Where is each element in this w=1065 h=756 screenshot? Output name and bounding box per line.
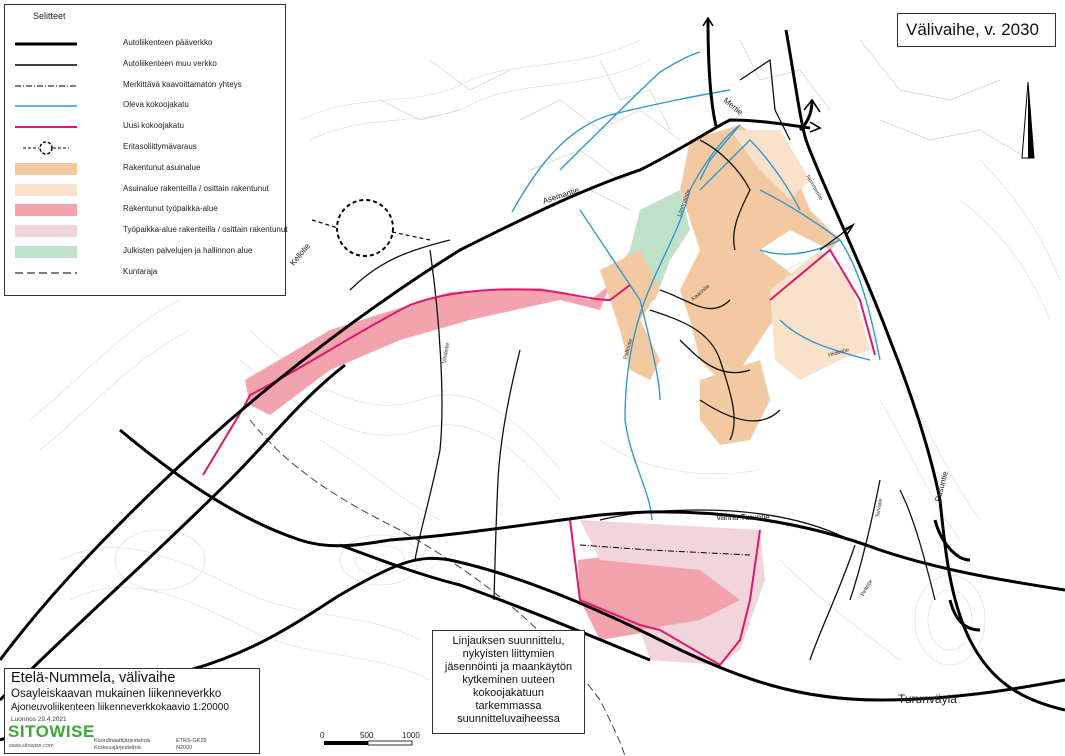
note-line: Linjauksen suunnittelu,	[452, 635, 565, 647]
map-date: Luonnos 29.4.2021	[11, 716, 67, 723]
legend-symbol	[15, 105, 77, 108]
legend-symbol	[23, 141, 69, 155]
legend-symbol	[15, 246, 77, 258]
legend-item: Uusi kokoojakatu	[13, 118, 283, 136]
legend-item-label: Eritasoliittymävaraus	[123, 142, 197, 151]
legend-item-label: Autoliikenteen pääverkko	[123, 38, 213, 47]
planning-note: Linjauksen suunnittelu,nykyisten liittym…	[432, 630, 585, 734]
legend-item-label: Rakentunut asuinalue	[123, 162, 201, 172]
scale-label: 500	[360, 731, 374, 740]
existing-collectors	[511, 51, 881, 521]
brand-logo: SITOWISE	[8, 722, 95, 741]
work-area-partial-south	[580, 520, 765, 665]
legend-item-label: Asuinalue rakenteilla / osittain rakentu…	[123, 183, 269, 193]
road-label-turunvayla: Turunväylä	[898, 692, 957, 706]
work-area-built-west	[245, 285, 610, 415]
meta-value: ETRS-GK25	[176, 738, 207, 744]
note-line: kokoojakatuun	[473, 687, 544, 699]
legend-item: Työpaikka-alue rakenteilla / osittain ra…	[13, 222, 288, 240]
legend-item: Eritasoliittymävaraus	[13, 139, 283, 157]
legend-symbol	[15, 42, 77, 46]
meta-value: N2000	[176, 745, 193, 751]
legend-item: Merkittävä kaavoittamaton yhteys	[13, 77, 283, 95]
legend-symbol	[15, 225, 77, 238]
legend-item-label: Oleva kokoojakatu	[123, 100, 189, 110]
legend-symbol	[15, 162, 77, 175]
residential-built-mid	[680, 250, 800, 380]
legend-item-label: Kuntaraja	[123, 266, 158, 276]
map-scale-line: Ajoneuvoliikenteen liikenneverkkokaavio …	[11, 702, 229, 713]
north-arrow-icon	[1021, 81, 1035, 159]
note-line: suunnitteluvaiheessa	[457, 713, 560, 725]
legend-symbol	[15, 272, 77, 274]
scale-label: 1000	[402, 731, 420, 740]
legend-symbol	[15, 183, 77, 196]
legend-item-label: Autoliikenteen muu verkko	[123, 58, 217, 68]
map-subtitle: Osayleiskaavan mukainen liikenneverkko	[11, 688, 222, 700]
legend-item: Rakentunut asuinalue	[13, 160, 283, 178]
phase-label: Välivaihe, v. 2030	[897, 13, 1056, 47]
legend-item-label: Julkisten palvelujen ja hallinnon alue	[123, 246, 253, 255]
legend-item-label: Uusi kokoojakatu	[123, 121, 184, 131]
legend-symbol	[15, 204, 77, 217]
scale-label: 0	[320, 731, 325, 740]
note-line: jäsennöinti ja maankäytön	[444, 661, 573, 673]
residential-built-west	[600, 250, 660, 380]
landuse-areas	[245, 125, 870, 665]
legend-item: Autoliikenteen pääverkko	[13, 35, 283, 53]
brand-url: www.sitowise.com	[9, 743, 54, 749]
legend-title: Selitteet	[33, 11, 66, 21]
meta-label: Koordinaattijärjestelmä	[94, 738, 150, 744]
legend-item: Oleva kokoojakatu	[13, 97, 283, 115]
legend-item-label: Merkittävä kaavoittamaton yhteys	[123, 79, 242, 89]
unplanned-connection	[579, 544, 751, 556]
legend-symbol	[15, 126, 77, 129]
residential-partial-east	[770, 250, 870, 380]
legend-item: Kuntaraja	[13, 264, 283, 282]
junction-stub-west	[311, 219, 339, 229]
legend-symbol	[15, 64, 77, 66]
legend-item-label: Rakentunut työpaikka-alue	[123, 204, 218, 214]
legend-item: Asuinalue rakenteilla / osittain rakentu…	[13, 181, 283, 199]
new-collectors	[202, 248, 876, 667]
title-block: Etelä-Nummela, välivaihe Osayleiskaavan …	[4, 668, 260, 754]
note-line: nykyisten liittymien	[462, 648, 555, 660]
residential-built-south	[700, 360, 770, 445]
junction-stub-east	[391, 231, 431, 241]
arrow-east-road	[819, 225, 853, 251]
legend-symbol	[15, 85, 77, 87]
residential-partial-north	[730, 130, 810, 200]
legend-item: Rakentunut työpaikka-alue	[13, 201, 283, 219]
legend-item: Julkisten palvelujen ja hallinnon alue	[13, 243, 283, 261]
residential-built-north	[680, 125, 840, 260]
note-line: tarkemmassa	[475, 700, 542, 712]
legend-item-label: Työpaikka-alue rakenteilla / osittain ra…	[123, 225, 288, 235]
junction-reservation-circle	[336, 199, 394, 257]
major-roads	[0, 19, 1065, 742]
road-label-vanha-turuntie: Vanha Turuntie	[716, 513, 770, 522]
note-line: kytkeminen uuteen	[462, 674, 555, 686]
major-road-arrows	[702, 16, 856, 237]
map-title: Etelä-Nummela, välivaihe	[11, 670, 176, 686]
municipal-border	[249, 419, 626, 756]
meta-label: Korkeusjärjestelmä	[94, 745, 141, 751]
legend-item: Autoliikenteen muu verkko	[13, 56, 283, 74]
scale-bar	[324, 740, 413, 746]
